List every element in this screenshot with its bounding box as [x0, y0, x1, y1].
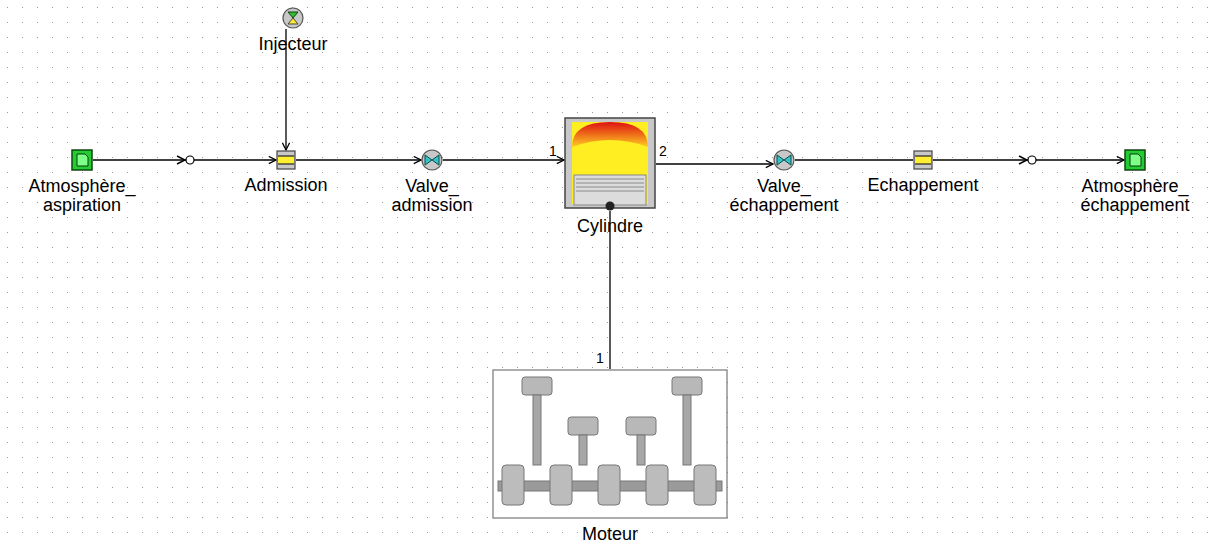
component-label: Valve_ admission [372, 177, 492, 215]
flow-connector [656, 163, 773, 164]
component-label: Injecteur [238, 35, 348, 54]
component-label: Atmosphère_ aspiration [7, 177, 157, 215]
port-number: 1 [596, 350, 604, 366]
cylinder-symbol [564, 117, 656, 211]
component-icon: Valve_ échappement [719, 149, 849, 215]
pipe-symbol [276, 150, 296, 170]
pipe-symbol [913, 150, 933, 170]
component-label: Atmosphère_ échappement [1060, 177, 1210, 215]
component-icon: Atmosphère_ échappement [1060, 149, 1210, 215]
junction-circle [186, 156, 194, 164]
component-icon: Injecteur [238, 7, 348, 54]
junction-circle [1028, 156, 1036, 164]
component-label: Moteur [555, 525, 665, 544]
atmo-symbol [1124, 149, 1146, 171]
flow-connector [296, 159, 421, 160]
component-label: Cylindre [555, 217, 665, 236]
component-block: Cylindre [555, 117, 665, 236]
flow-connector [795, 159, 913, 160]
flow-connector [443, 159, 564, 160]
component-label: Echappement [858, 176, 988, 195]
component-icon: Valve_ admission [372, 149, 492, 215]
port-number: 2 [659, 143, 667, 159]
component-icon: Admission [231, 150, 341, 195]
component-label: Admission [231, 176, 341, 195]
arrow-tick [1019, 156, 1027, 164]
injector-symbol [282, 7, 304, 29]
component-label: Valve_ échappement [719, 177, 849, 215]
valve-symbol [421, 149, 443, 171]
port-number: 1 [549, 143, 557, 159]
engine-symbol [492, 369, 728, 519]
valve-symbol [773, 149, 795, 171]
atmo-symbol [71, 149, 93, 171]
component-icon: Echappement [858, 150, 988, 195]
component-icon: Atmosphère_ aspiration [7, 149, 157, 215]
component-block: Moteur [492, 369, 728, 544]
arrow-tick [177, 156, 185, 164]
